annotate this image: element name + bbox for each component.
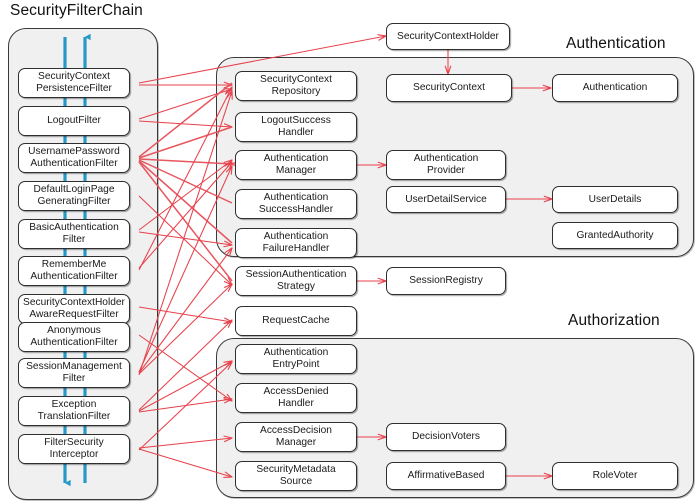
node-decision-voters[interactable]: DecisionVoters	[386, 423, 506, 451]
filter-session-management-filter[interactable]: SessionManagement Filter	[18, 358, 130, 388]
node-authentication-manager[interactable]: Authentication Manager	[235, 150, 357, 180]
filter-default-login-page-generating-filter[interactable]: DefaultLoginPage GeneratingFilter	[18, 181, 130, 211]
node-access-denied-handler[interactable]: AccessDenied Handler	[235, 383, 357, 413]
authorization-title: Authorization	[568, 312, 660, 329]
node-role-voter[interactable]: RoleVoter	[552, 462, 678, 490]
node-session-authentication-strategy[interactable]: SessionAuthentication Strategy	[235, 266, 357, 296]
node-authentication[interactable]: Authentication	[552, 74, 678, 102]
filter-security-context-persistence-filter[interactable]: SecurityContext PersistenceFilter	[18, 68, 130, 98]
node-security-context-repository[interactable]: SecurityContext Repository	[235, 71, 357, 101]
filter-basic-authentication-filter[interactable]: BasicAuthentication Filter	[18, 219, 130, 249]
filter-logout-filter[interactable]: LogoutFilter	[18, 106, 130, 136]
authentication-title: Authentication	[566, 35, 666, 52]
filter-chain-title: SecurityFilterChain	[10, 2, 143, 19]
node-authentication-success-handler[interactable]: Authentication SuccessHandler	[235, 189, 357, 219]
node-access-decision-manager[interactable]: AccessDecision Manager	[235, 422, 357, 452]
node-security-metadata-source[interactable]: SecurityMetadata Source	[235, 461, 357, 491]
filter-remember-me-authentication-filter[interactable]: RememberMe AuthenticationFilter	[18, 256, 130, 286]
filter-security-context-holder-aware-request-filter[interactable]: SecurityContextHolder AwareRequestFilter	[18, 294, 130, 324]
node-security-context-holder[interactable]: SecurityContextHolder	[386, 23, 510, 50]
node-security-context[interactable]: SecurityContext	[386, 74, 512, 102]
filter-filter-security-interceptor[interactable]: FilterSecurity Interceptor	[18, 434, 130, 464]
filter-anonymous-authentication-filter[interactable]: Anonymous AuthenticationFilter	[18, 322, 130, 352]
filter-exception-translation-filter[interactable]: Exception TranslationFilter	[18, 396, 130, 426]
node-granted-authority[interactable]: GrantedAuthority	[552, 222, 678, 249]
node-user-detail-service[interactable]: UserDetailService	[386, 186, 506, 213]
node-authentication-entry-point[interactable]: Authentication EntryPoint	[235, 344, 357, 374]
node-authentication-provider[interactable]: Authentication Provider	[386, 150, 506, 180]
node-affirmative-based[interactable]: AffirmativeBased	[386, 462, 506, 490]
node-request-cache[interactable]: RequestCache	[235, 306, 357, 336]
node-authentication-failure-handler[interactable]: Authentication FailureHandler	[235, 228, 357, 258]
node-session-registry[interactable]: SessionRegistry	[386, 267, 506, 295]
node-logout-success-handler[interactable]: LogoutSuccess Handler	[235, 112, 357, 142]
node-user-details[interactable]: UserDetails	[552, 186, 678, 213]
filter-username-password-authentication-filter[interactable]: UsernamePassword AuthenticationFilter	[18, 143, 130, 173]
